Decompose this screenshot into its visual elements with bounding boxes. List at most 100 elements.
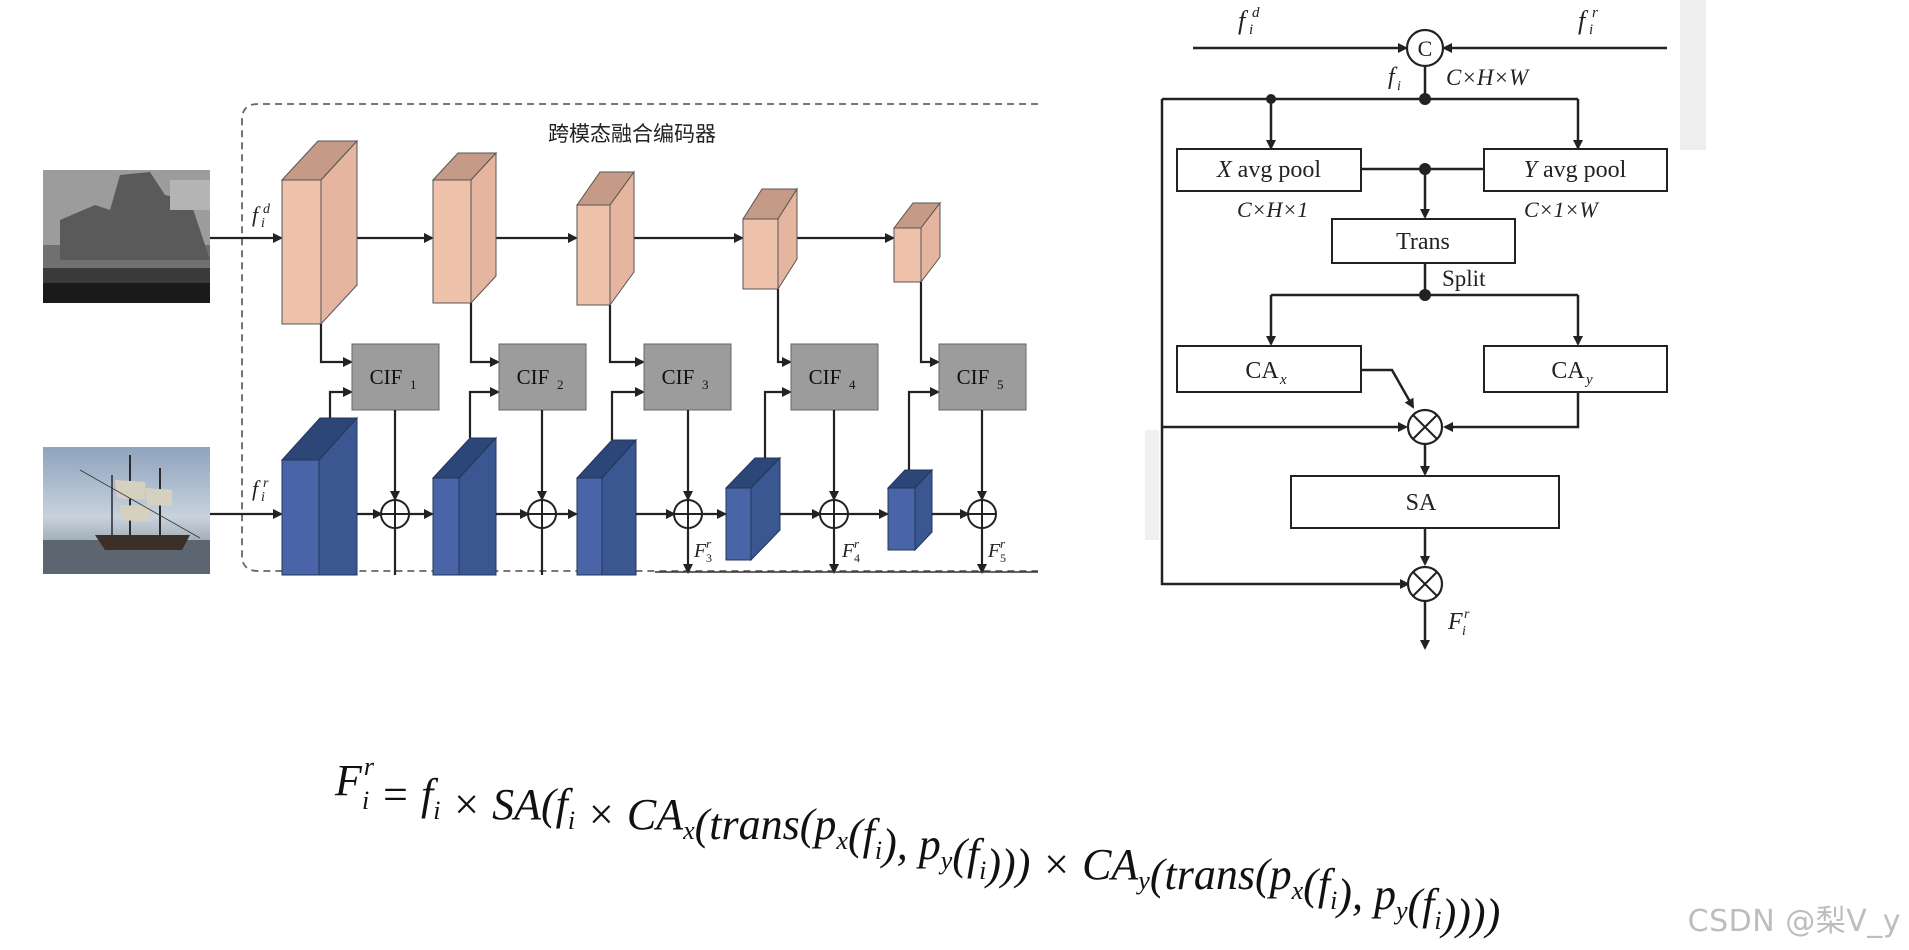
equation-term: ( xyxy=(1408,880,1425,929)
equation-term: = xyxy=(369,770,421,819)
svg-text:F: F xyxy=(987,540,1001,562)
y-avg-pool-box: Y avg pool xyxy=(1483,148,1668,192)
concat-node: C xyxy=(1405,28,1445,68)
sailing-ship-photo xyxy=(43,447,210,574)
svg-text:3: 3 xyxy=(706,551,712,565)
trans-box: Trans xyxy=(1331,218,1516,264)
output-label-3: F 3 r xyxy=(693,536,712,565)
depth-block-1 xyxy=(280,139,359,326)
svg-text:4: 4 xyxy=(849,377,856,392)
svg-text:F: F xyxy=(693,540,707,562)
junction-dots xyxy=(1266,93,1431,301)
cif-blocks: CIF 1 CIF 2 CIF 3 CIF 4 CIF 5 xyxy=(351,343,1027,411)
watermark: CSDN @梨V_y xyxy=(1687,904,1901,939)
svg-text:5: 5 xyxy=(1000,551,1006,565)
svg-text:x: x xyxy=(1279,372,1287,388)
equation-term: × xyxy=(575,790,627,839)
y-pool-shape: C×1×W xyxy=(1524,197,1599,222)
adder-3 xyxy=(673,499,703,529)
rgb-block-5 xyxy=(886,468,934,552)
multiply-node-1 xyxy=(1406,408,1444,446)
equation-lhs: F xyxy=(334,756,363,805)
depth-to-cif-connectors xyxy=(319,282,940,367)
svg-text:r: r xyxy=(854,536,860,551)
svg-text:1: 1 xyxy=(410,377,417,392)
svg-text:CIF: CIF xyxy=(957,365,990,389)
equation-term: p xyxy=(1267,850,1292,899)
sa-box: SA xyxy=(1290,475,1560,529)
svg-text:CIF: CIF xyxy=(809,365,842,389)
equation-term: p xyxy=(811,800,836,849)
svg-text:i: i xyxy=(1249,22,1253,38)
svg-text:F: F xyxy=(841,540,855,562)
cif-block-2: CIF 2 xyxy=(498,343,587,411)
svg-text:5: 5 xyxy=(997,377,1004,392)
depth-block-3 xyxy=(576,170,635,307)
equation-term: (trans( xyxy=(1150,850,1272,899)
svg-text:r: r xyxy=(706,536,712,551)
x-avg-pool-box: X avg pool xyxy=(1176,148,1362,192)
edge-artifact-left xyxy=(1145,430,1159,540)
svg-text:4: 4 xyxy=(854,551,860,565)
multiply-node-2 xyxy=(1406,565,1444,603)
ca-y-box: CA y xyxy=(1483,345,1668,393)
svg-text:f: f xyxy=(1578,6,1589,35)
equation-term: ), xyxy=(879,820,919,869)
cif-block-4: CIF 4 xyxy=(790,343,879,411)
equation-term: ), xyxy=(1334,870,1374,919)
equation-term: )))) xyxy=(1439,890,1501,939)
output-label-5: F 5 r xyxy=(987,536,1006,565)
cif-block-5: CIF 5 xyxy=(938,343,1027,411)
svg-text:Trans: Trans xyxy=(1396,229,1450,255)
svg-text:Y avg pool: Y avg pool xyxy=(1524,157,1627,183)
rgb-block-1 xyxy=(280,416,359,576)
equation-term: ( xyxy=(541,780,558,829)
encoder-dashed-region xyxy=(241,103,1038,572)
svg-text:CIF: CIF xyxy=(662,365,695,389)
svg-text:i: i xyxy=(1589,22,1593,38)
equation-term: ( xyxy=(848,810,865,859)
fused-feature-label: f i xyxy=(1388,64,1401,94)
adder-2 xyxy=(527,499,557,529)
svg-text:r: r xyxy=(263,476,269,491)
svg-text:y: y xyxy=(1584,372,1593,388)
adder-1 xyxy=(380,499,410,529)
equation-term: ( xyxy=(952,830,969,879)
equation-term: p xyxy=(916,820,941,869)
svg-text:X avg pool: X avg pool xyxy=(1216,157,1321,183)
svg-text:f: f xyxy=(1388,64,1398,90)
svg-text:i: i xyxy=(1462,624,1466,639)
adder-4 xyxy=(819,499,849,529)
depth-block-2 xyxy=(431,151,498,305)
equation-term: ( xyxy=(1303,860,1320,909)
cif-block-3: CIF 3 xyxy=(643,343,732,411)
svg-text:r: r xyxy=(1592,5,1598,21)
depth-block-4 xyxy=(742,187,798,291)
svg-text:C: C xyxy=(1418,36,1433,61)
adder-output-lines xyxy=(393,528,987,575)
split-label: Split xyxy=(1442,266,1486,291)
svg-text:SA: SA xyxy=(1406,490,1437,516)
rgb-block-4 xyxy=(724,456,782,562)
right-depth-input-label: f i d xyxy=(1238,5,1260,38)
equation-term: (trans( xyxy=(695,800,817,849)
rgb-encoder-blocks xyxy=(280,416,934,576)
rgb-block-2 xyxy=(431,436,498,576)
adder-5 xyxy=(967,499,997,529)
svg-text:f: f xyxy=(252,476,261,501)
svg-text:f: f xyxy=(1238,6,1249,35)
rgb-to-cif-connectors xyxy=(328,387,940,470)
rgb-block-3 xyxy=(575,438,638,576)
right-output-label: F i r xyxy=(1447,607,1470,639)
cif-block-1: CIF 1 xyxy=(351,343,440,411)
svg-text:d: d xyxy=(263,202,271,217)
equation-term: p xyxy=(1371,870,1396,919)
svg-text:i: i xyxy=(1397,79,1401,94)
svg-text:CA: CA xyxy=(1245,358,1279,384)
svg-text:i: i xyxy=(261,216,265,231)
depth-block-5 xyxy=(892,201,942,284)
svg-text:2: 2 xyxy=(557,377,564,392)
x-pool-shape: C×H×1 xyxy=(1237,197,1308,222)
